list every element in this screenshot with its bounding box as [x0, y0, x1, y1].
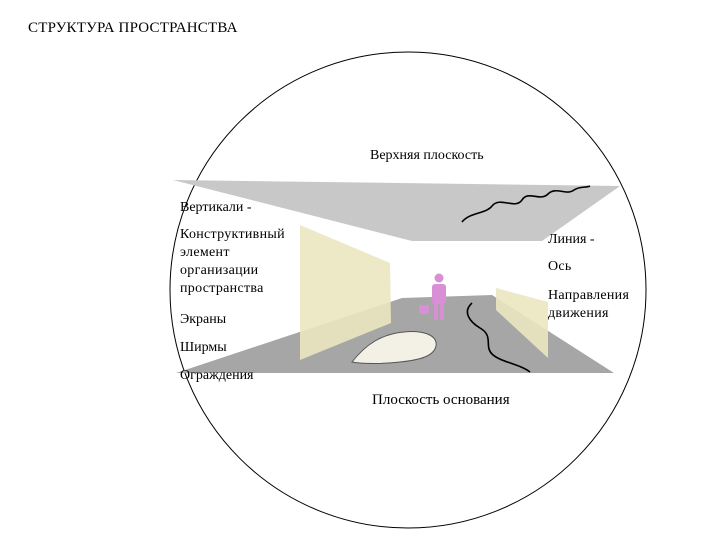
- directions-label-1: Направления: [548, 288, 630, 303]
- page-title: СТРУКТУРА ПРОСТРАНСТВА: [28, 20, 238, 36]
- structural-label-1: Конструктивный: [180, 227, 285, 242]
- base-plane-label: Плоскость основания: [372, 392, 510, 408]
- ceiling-plane: [173, 180, 620, 241]
- fences-label: Ограждения: [180, 368, 254, 383]
- line-label: Линия -: [548, 232, 595, 247]
- ceiling-line: [461, 185, 591, 223]
- structural-label-3: организации: [180, 263, 259, 278]
- upper-plane-label: Верхняя плоскость: [370, 148, 484, 163]
- screens-label: Экраны: [180, 312, 227, 327]
- floor-line: [466, 302, 531, 373]
- structural-label-2: элемент: [180, 245, 230, 260]
- verticals-label: Вертикали -: [180, 200, 252, 215]
- right-screen-panel: [496, 288, 548, 358]
- structural-label-4: пространства: [180, 281, 264, 296]
- left-screen-panel: [300, 225, 391, 360]
- frame-circle: [169, 51, 647, 529]
- axis-label: Ось: [548, 259, 572, 274]
- directions-label-2: движения: [548, 306, 609, 321]
- curtains-label: Ширмы: [180, 340, 227, 355]
- person-figure-icon: [419, 273, 446, 320]
- floor-stone: [351, 331, 437, 364]
